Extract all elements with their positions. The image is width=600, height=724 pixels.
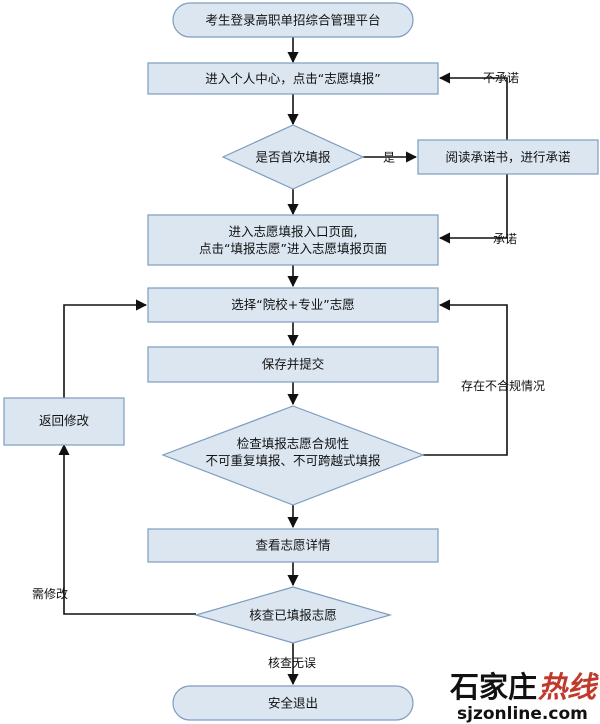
personal-center-label: 进入个人中心，点击“志愿填报” bbox=[205, 71, 380, 86]
edge-not-commit bbox=[438, 72, 508, 140]
connectors bbox=[58, 37, 508, 686]
watermark: 石家庄 热线 sjzonline.com bbox=[449, 670, 599, 724]
start-label: 考生登录高职单招综合管理平台 bbox=[205, 13, 380, 28]
check-compliance-decision bbox=[161, 405, 425, 506]
commit-label: 承诺 bbox=[493, 232, 517, 246]
watermark-url: sjzonline.com bbox=[457, 704, 588, 724]
save-submit-label: 保存并提交 bbox=[262, 357, 325, 372]
select-choice-label: 选择“院校+专业”志愿 bbox=[231, 297, 354, 312]
edge-back-to-select bbox=[63, 299, 148, 398]
entry-page-label-line1: 进入志愿填报入口页面, bbox=[229, 224, 358, 239]
noncompliant-label: 存在不合规情况 bbox=[461, 378, 545, 393]
first-time-label: 是否首次填报 bbox=[255, 150, 331, 165]
check-compliance-label-line2: 不可重复填报、不可跨越式填报 bbox=[205, 453, 381, 468]
read-commitment-box bbox=[417, 139, 599, 175]
select-choice-box bbox=[147, 287, 439, 323]
exit-label: 安全退出 bbox=[268, 696, 318, 711]
view-detail-box bbox=[147, 528, 439, 563]
not-commit-label: 不承诺 bbox=[483, 71, 519, 85]
verify-label: 核查已填报志愿 bbox=[249, 608, 337, 623]
exit-terminal bbox=[172, 685, 414, 721]
edge-commit bbox=[438, 174, 508, 244]
edge-need-edit bbox=[58, 443, 196, 615]
entry-page-label-line2: 点击“填报志愿”进入志愿填报页面 bbox=[199, 241, 387, 256]
watermark-name-part1: 石家庄 bbox=[449, 670, 537, 704]
personal-center-box bbox=[147, 62, 439, 95]
save-submit-box bbox=[147, 346, 439, 383]
start-terminal bbox=[172, 2, 414, 38]
need-edit-label: 需修改 bbox=[32, 586, 68, 601]
watermark-name-part2: 热线 bbox=[537, 670, 599, 704]
go-back-edit-box bbox=[3, 397, 125, 446]
read-commitment-label: 阅读承诺书，进行承诺 bbox=[445, 150, 570, 165]
check-compliance-label-line1: 检查填报志愿合规性 bbox=[237, 436, 350, 451]
view-detail-label: 查看志愿详情 bbox=[255, 538, 330, 553]
entry-page-box bbox=[147, 214, 439, 266]
first-time-decision bbox=[221, 124, 365, 190]
go-back-edit-label: 返回修改 bbox=[39, 413, 90, 428]
verified-ok-label: 核查无误 bbox=[268, 656, 316, 670]
verify-decision bbox=[193, 586, 393, 644]
yes-label: 是 bbox=[383, 151, 395, 165]
edge-noncompliant bbox=[423, 299, 508, 456]
